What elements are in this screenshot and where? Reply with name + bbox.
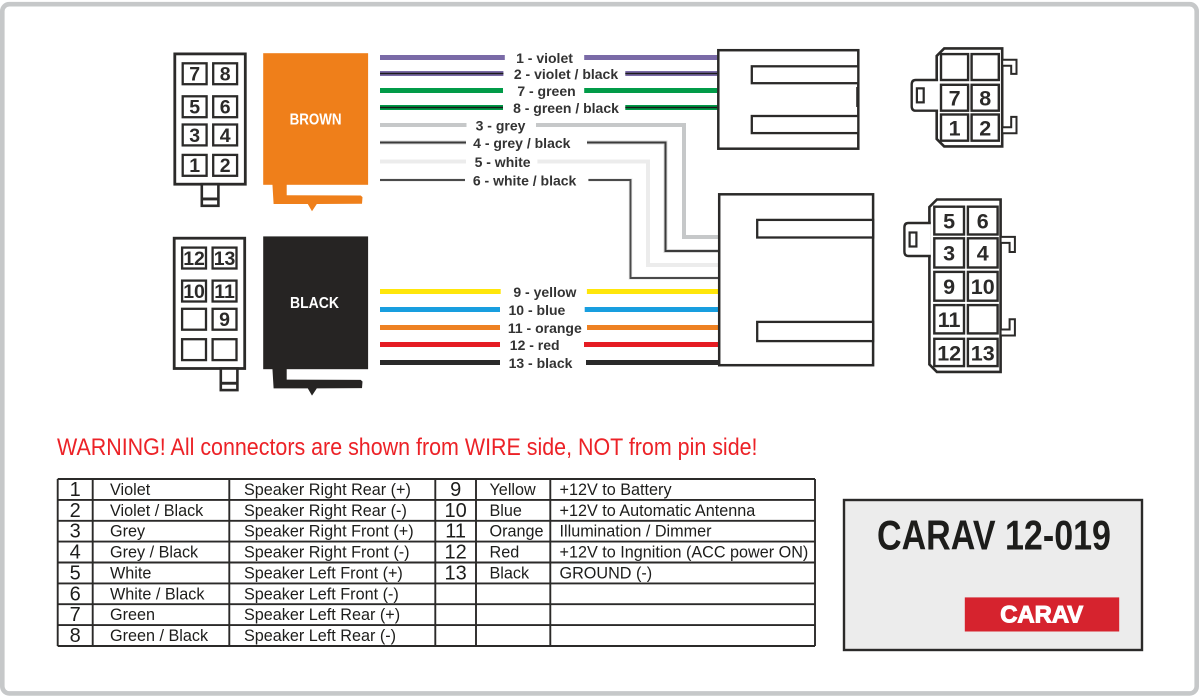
svg-text:9: 9 (219, 309, 230, 331)
svg-text:White / Black: White / Black (110, 585, 205, 603)
svg-text:BROWN: BROWN (290, 112, 342, 129)
svg-text:2: 2 (979, 116, 991, 140)
svg-text:10: 10 (971, 275, 995, 299)
svg-text:+12V to Automatic Antenna: +12V to Automatic Antenna (560, 502, 756, 520)
svg-text:12 - red: 12 - red (510, 337, 560, 353)
svg-text:Grey: Grey (110, 523, 146, 541)
svg-text:13: 13 (445, 562, 467, 584)
svg-text:12: 12 (937, 341, 961, 365)
svg-text:Speaker Left Front (+): Speaker Left Front (+) (244, 564, 403, 582)
svg-text:7: 7 (949, 87, 961, 111)
svg-text:BLACK: BLACK (290, 295, 339, 312)
svg-text:Orange: Orange (490, 523, 544, 541)
svg-text:CARAV 12-019: CARAV 12-019 (877, 512, 1111, 559)
svg-text:Yellow: Yellow (490, 481, 537, 499)
svg-text:9 - yellow: 9 - yellow (513, 284, 576, 300)
svg-text:10: 10 (183, 281, 205, 303)
svg-text:8: 8 (70, 625, 81, 647)
svg-text:10 - blue: 10 - blue (509, 302, 566, 318)
svg-text:Grey / Black: Grey / Black (110, 544, 199, 562)
svg-text:9: 9 (943, 275, 955, 299)
svg-text:5: 5 (70, 562, 81, 584)
svg-text:2: 2 (220, 155, 231, 177)
svg-text:6: 6 (70, 583, 81, 605)
svg-text:13: 13 (214, 248, 236, 270)
svg-text:2 - violet / black: 2 - violet / black (514, 66, 618, 82)
svg-text:Illumination / Dimmer: Illumination / Dimmer (560, 523, 713, 541)
svg-text:9: 9 (450, 479, 461, 501)
svg-text:11: 11 (445, 521, 466, 543)
svg-text:GROUND (-): GROUND (-) (560, 564, 653, 582)
svg-text:7: 7 (189, 64, 200, 86)
svg-text:Blue: Blue (490, 502, 522, 520)
svg-text:Black: Black (490, 564, 530, 582)
svg-text:4: 4 (70, 542, 81, 564)
svg-text:8 - green / black: 8 - green / black (513, 100, 619, 116)
svg-text:6: 6 (977, 209, 989, 233)
svg-text:11: 11 (214, 281, 235, 303)
svg-text:10: 10 (445, 500, 467, 522)
svg-text:1: 1 (189, 155, 200, 177)
svg-text:4 - grey / black: 4 - grey / black (473, 135, 570, 151)
svg-text:5: 5 (189, 97, 200, 119)
svg-text:8: 8 (979, 87, 991, 111)
svg-text:3: 3 (70, 521, 81, 543)
svg-text:7 - green: 7 - green (517, 83, 575, 99)
svg-text:Speaker Right Front (-): Speaker Right Front (-) (244, 544, 410, 562)
svg-text:3: 3 (189, 125, 200, 147)
svg-text:1: 1 (949, 116, 961, 140)
svg-text:3 - grey: 3 - grey (476, 118, 526, 134)
svg-text:7: 7 (70, 604, 81, 626)
svg-text:11: 11 (938, 308, 961, 332)
svg-text:5: 5 (943, 209, 955, 233)
svg-text:Speaker Left Rear (-): Speaker Left Rear (-) (244, 627, 396, 645)
svg-text:Speaker Right Front (+): Speaker Right Front (+) (244, 523, 414, 541)
svg-text:WARNING! All connectors are sh: WARNING! All connectors are shown from W… (57, 434, 758, 461)
svg-text:Speaker Left Rear (+): Speaker Left Rear (+) (244, 606, 400, 624)
svg-text:4: 4 (977, 242, 989, 266)
svg-text:5 - white: 5 - white (475, 154, 531, 170)
svg-text:12: 12 (183, 248, 205, 270)
svg-text:2: 2 (70, 500, 81, 522)
svg-text:Violet: Violet (110, 481, 151, 499)
svg-text:Red: Red (490, 544, 520, 562)
svg-text:13 - black: 13 - black (509, 355, 573, 371)
svg-text:White: White (110, 564, 151, 582)
svg-text:Speaker Right Rear (+): Speaker Right Rear (+) (244, 481, 411, 499)
svg-text:CARAV: CARAV (1000, 602, 1084, 629)
svg-text:13: 13 (971, 341, 995, 365)
svg-text:Green: Green (110, 606, 155, 624)
svg-text:3: 3 (943, 242, 955, 266)
svg-text:Speaker Left Front (-): Speaker Left Front (-) (244, 585, 399, 603)
svg-text:12: 12 (445, 542, 467, 564)
svg-text:4: 4 (220, 125, 231, 147)
svg-text:6: 6 (220, 97, 231, 119)
svg-text:11 - orange: 11 - orange (508, 320, 582, 336)
svg-text:Green / Black: Green / Black (110, 627, 209, 645)
svg-text:6 - white / black: 6 - white / black (473, 173, 577, 189)
svg-text:Violet / Black: Violet / Black (110, 502, 204, 520)
svg-text:1 - violet: 1 - violet (516, 50, 573, 66)
svg-text:Speaker Right Rear (-): Speaker Right Rear (-) (244, 502, 407, 520)
svg-text:1: 1 (70, 479, 81, 501)
svg-text:+12V to Ingnition (ACC power O: +12V to Ingnition (ACC power ON) (560, 544, 809, 562)
svg-text:+12V to Battery: +12V to Battery (560, 481, 673, 499)
svg-text:8: 8 (220, 64, 231, 86)
